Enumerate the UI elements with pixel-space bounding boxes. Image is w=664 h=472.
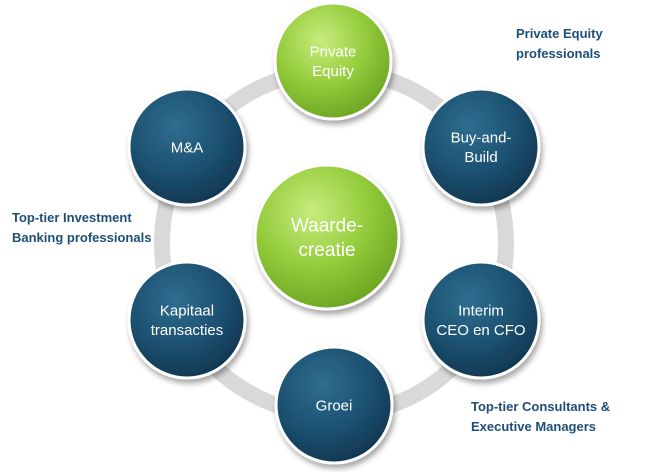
annotation-investment-banking: Top-tier Investment Banking professional… (12, 208, 151, 248)
node-private-equity-circle (273, 1, 393, 121)
node-ma-circle (127, 87, 247, 207)
node-groei-label: Groei (316, 397, 353, 414)
node-kapitaal-label: Kapitaal (160, 303, 214, 320)
annotation-consultants-managers: Top-tier Consultants & Executive Manager… (471, 397, 610, 437)
node-kapitaal-label: transacties (151, 322, 224, 339)
center-node-waardecreatie-label: Waarde- (291, 215, 363, 236)
center-node-waardecreatie: Waarde-creatie (253, 163, 401, 311)
node-groei-circle (274, 345, 394, 465)
annotation-line: Top-tier Consultants & (471, 399, 611, 414)
node-private-equity-label: Private (310, 44, 357, 61)
node-ma-label: M&A (171, 139, 204, 156)
node-kapitaal: Kapitaal transacties (127, 260, 247, 380)
node-buy-and-build-label: Buy-and- (451, 130, 512, 147)
annotation-private-equity-professionals: Private Equity professionals (516, 24, 603, 64)
node-groei: Groei (274, 345, 394, 465)
node-ma: M&A (127, 87, 247, 207)
annotation-line: Private Equity (516, 26, 603, 41)
node-buy-and-build-label: Build (464, 149, 497, 166)
node-private-equity-label: Equity (312, 63, 354, 80)
node-interim-label: CEO en CFO (436, 322, 525, 339)
node-interim-circle (421, 260, 541, 380)
annotation-line: Executive Managers (471, 419, 597, 434)
annotation-line: Banking professionals (12, 230, 152, 245)
center-node-waardecreatie-label: creatie (298, 240, 355, 261)
annotation-line: professionals (516, 46, 601, 61)
node-buy-and-build: Buy-and- Build (421, 87, 541, 207)
node-interim-label: Interim (458, 303, 504, 320)
node-kapitaal-circle (127, 260, 247, 380)
node-buy-and-build-circle (421, 87, 541, 207)
center-node-waardecreatie-circle (253, 163, 401, 311)
annotation-line: Top-tier Investment (12, 210, 132, 225)
